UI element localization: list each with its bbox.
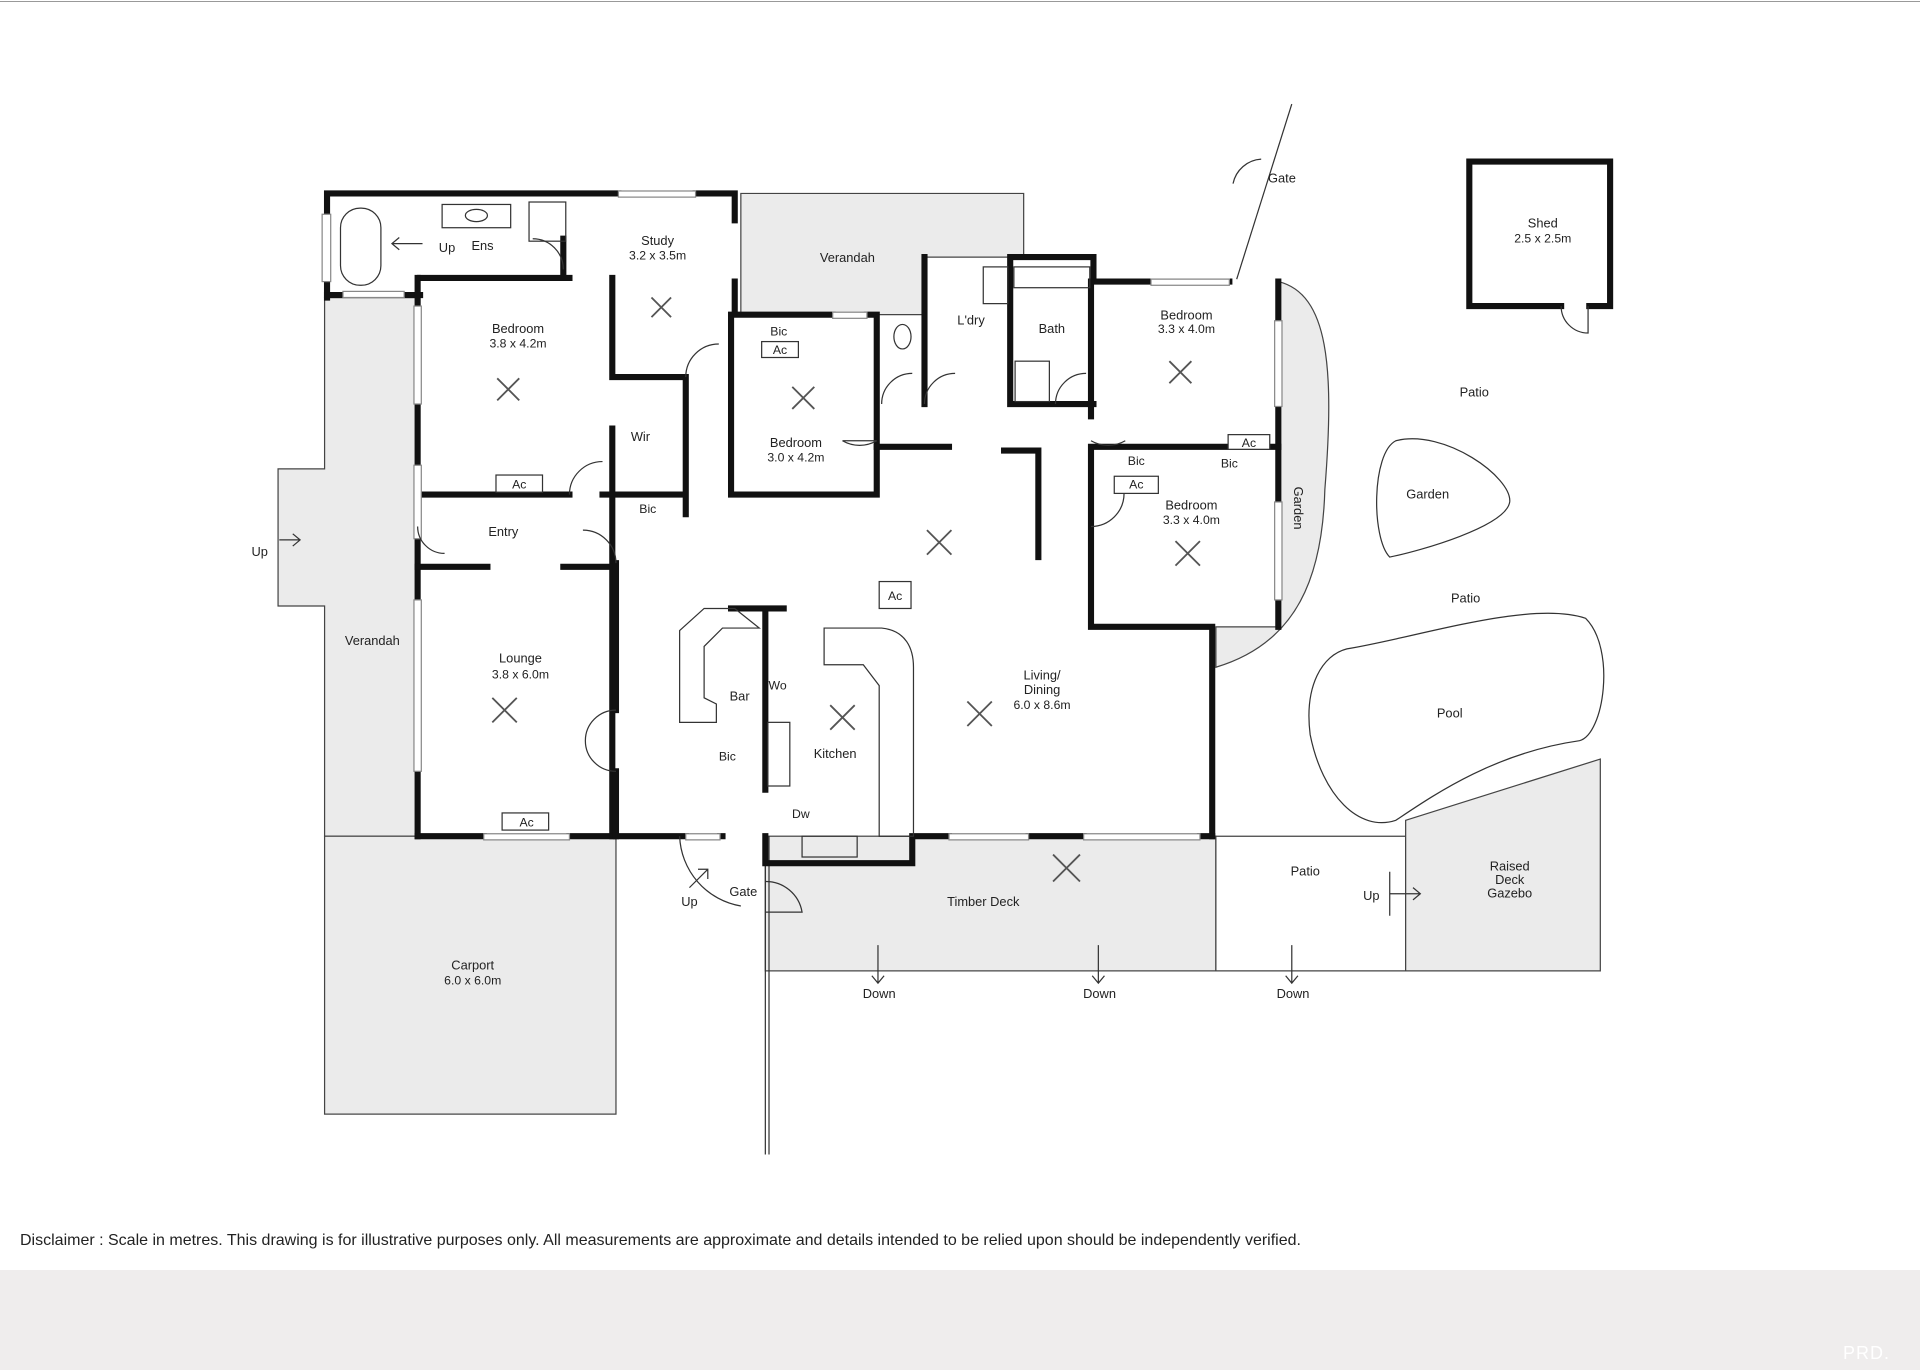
windows (321, 190, 1283, 841)
svg-text:Wo: Wo (769, 678, 787, 692)
svg-text:Bic: Bic (1128, 454, 1145, 468)
room-label-garden-side: Garden (1291, 487, 1306, 530)
svg-text:Gate: Gate (729, 884, 757, 899)
svg-text:Up: Up (681, 894, 697, 909)
svg-text:3.0 x 4.2m: 3.0 x 4.2m (767, 451, 824, 465)
room-label-bath: Bath (1039, 321, 1065, 336)
marker-labels: Up Up Up Up Down Down Down Gate Gate (251, 170, 1379, 1000)
room-label-bedroom-1: Bedroom (492, 321, 544, 336)
room-label-verandah-top: Verandah (820, 250, 875, 265)
doors (417, 158, 1589, 913)
shed-walls (1466, 158, 1614, 310)
carport (323, 835, 617, 1115)
room-label-bedroom-2: Bedroom (770, 435, 822, 450)
timber-deck (764, 835, 1217, 972)
pool (1308, 612, 1605, 824)
svg-text:3.8 x 6.0m: 3.8 x 6.0m (492, 667, 549, 681)
svg-text:Bic: Bic (1221, 457, 1238, 471)
room-label-laundry: L'dry (957, 312, 985, 327)
room-label-timber-deck: Timber Deck (947, 894, 1020, 909)
raised-deck-gazebo (1405, 758, 1601, 972)
room-label-wir: Wir (631, 429, 651, 444)
bar-counter (679, 607, 761, 723)
svg-text:Ac: Ac (888, 589, 902, 603)
room-label-verandah-left: Verandah (345, 633, 400, 648)
svg-text:6.0 x 8.6m: 6.0 x 8.6m (1013, 698, 1070, 712)
room-label-living: Living/ (1023, 667, 1061, 682)
svg-text:Down: Down (1083, 986, 1116, 1001)
svg-text:Ac: Ac (519, 815, 533, 829)
room-label-pool: Pool (1437, 705, 1463, 720)
svg-text:3.2 x 3.5m: 3.2 x 3.5m (629, 249, 686, 263)
top-border (0, 1, 1920, 2)
room-label-bedroom-4: Bedroom (1165, 497, 1217, 512)
svg-text:Dining: Dining (1024, 682, 1060, 697)
svg-text:Down: Down (1277, 986, 1310, 1001)
room-label-bedroom-3: Bedroom (1160, 308, 1212, 323)
fixture-labels: Ac Ac Ac Ac Ac Ac Bic Bic Bic Bic Bic Wo… (495, 324, 1271, 831)
svg-text:Gate: Gate (1268, 170, 1296, 185)
room-labels: Ens Study 3.2 x 3.5m Verandah L'dry Bath… (345, 216, 1572, 988)
svg-text:Ac: Ac (1242, 436, 1256, 450)
room-label-patio: Patio (1451, 590, 1480, 605)
verandah-left (277, 296, 419, 837)
room-label-patio: Patio (1460, 385, 1489, 400)
garden-side (1215, 280, 1330, 669)
kitchen-counter (823, 627, 915, 837)
svg-text:Ac: Ac (1129, 477, 1143, 491)
svg-text:Down: Down (863, 986, 896, 1001)
svg-text:Up: Up (439, 240, 455, 255)
room-label-bar: Bar (730, 688, 751, 703)
walls (323, 190, 1282, 867)
room-label-shed: Shed (1528, 216, 1558, 231)
svg-text:Ac: Ac (512, 477, 526, 491)
room-label-gazebo: Raised (1490, 858, 1530, 873)
svg-text:3.3 x 4.0m: 3.3 x 4.0m (1158, 322, 1215, 336)
room-label-carport: Carport (451, 958, 494, 973)
svg-text:Dw: Dw (792, 807, 810, 821)
patio-deck (1215, 835, 1407, 972)
svg-text:Up: Up (1363, 888, 1379, 903)
svg-text:Up: Up (251, 544, 267, 559)
room-label-entry: Entry (488, 524, 519, 539)
room-label-kitchen: Kitchen (814, 746, 857, 761)
room-label-garden: Garden (1406, 486, 1449, 501)
svg-text:2.5 x 2.5m: 2.5 x 2.5m (1514, 231, 1571, 245)
svg-text:3.8 x 4.2m: 3.8 x 4.2m (489, 337, 546, 351)
ceiling-fan-icons (491, 296, 1201, 883)
svg-text:Bic: Bic (719, 749, 736, 763)
fixtures (339, 201, 1091, 858)
svg-text:6.0 x 6.0m: 6.0 x 6.0m (444, 973, 501, 987)
room-label-ens: Ens (471, 238, 493, 253)
gate-fence (1236, 103, 1293, 280)
verandah-top (740, 192, 1025, 316)
disclaimer: Disclaimer : Scale in metres. This drawi… (20, 1232, 1301, 1249)
stair-arrows (279, 237, 1422, 985)
svg-text:Ac: Ac (773, 343, 787, 357)
svg-text:Bic: Bic (639, 502, 656, 516)
room-label-study: Study (641, 233, 674, 248)
garden-bed (1376, 438, 1511, 558)
footer-band: PRD. (0, 1270, 1920, 1370)
room-label-patio: Patio (1291, 863, 1320, 878)
svg-text:Deck: Deck (1495, 872, 1525, 887)
svg-text:3.3 x 4.0m: 3.3 x 4.0m (1163, 513, 1220, 527)
svg-text:Gazebo: Gazebo (1487, 885, 1532, 900)
svg-text:Bic: Bic (770, 324, 787, 338)
brand-logo: PRD. (1842, 1343, 1890, 1363)
room-label-lounge: Lounge (499, 650, 542, 665)
